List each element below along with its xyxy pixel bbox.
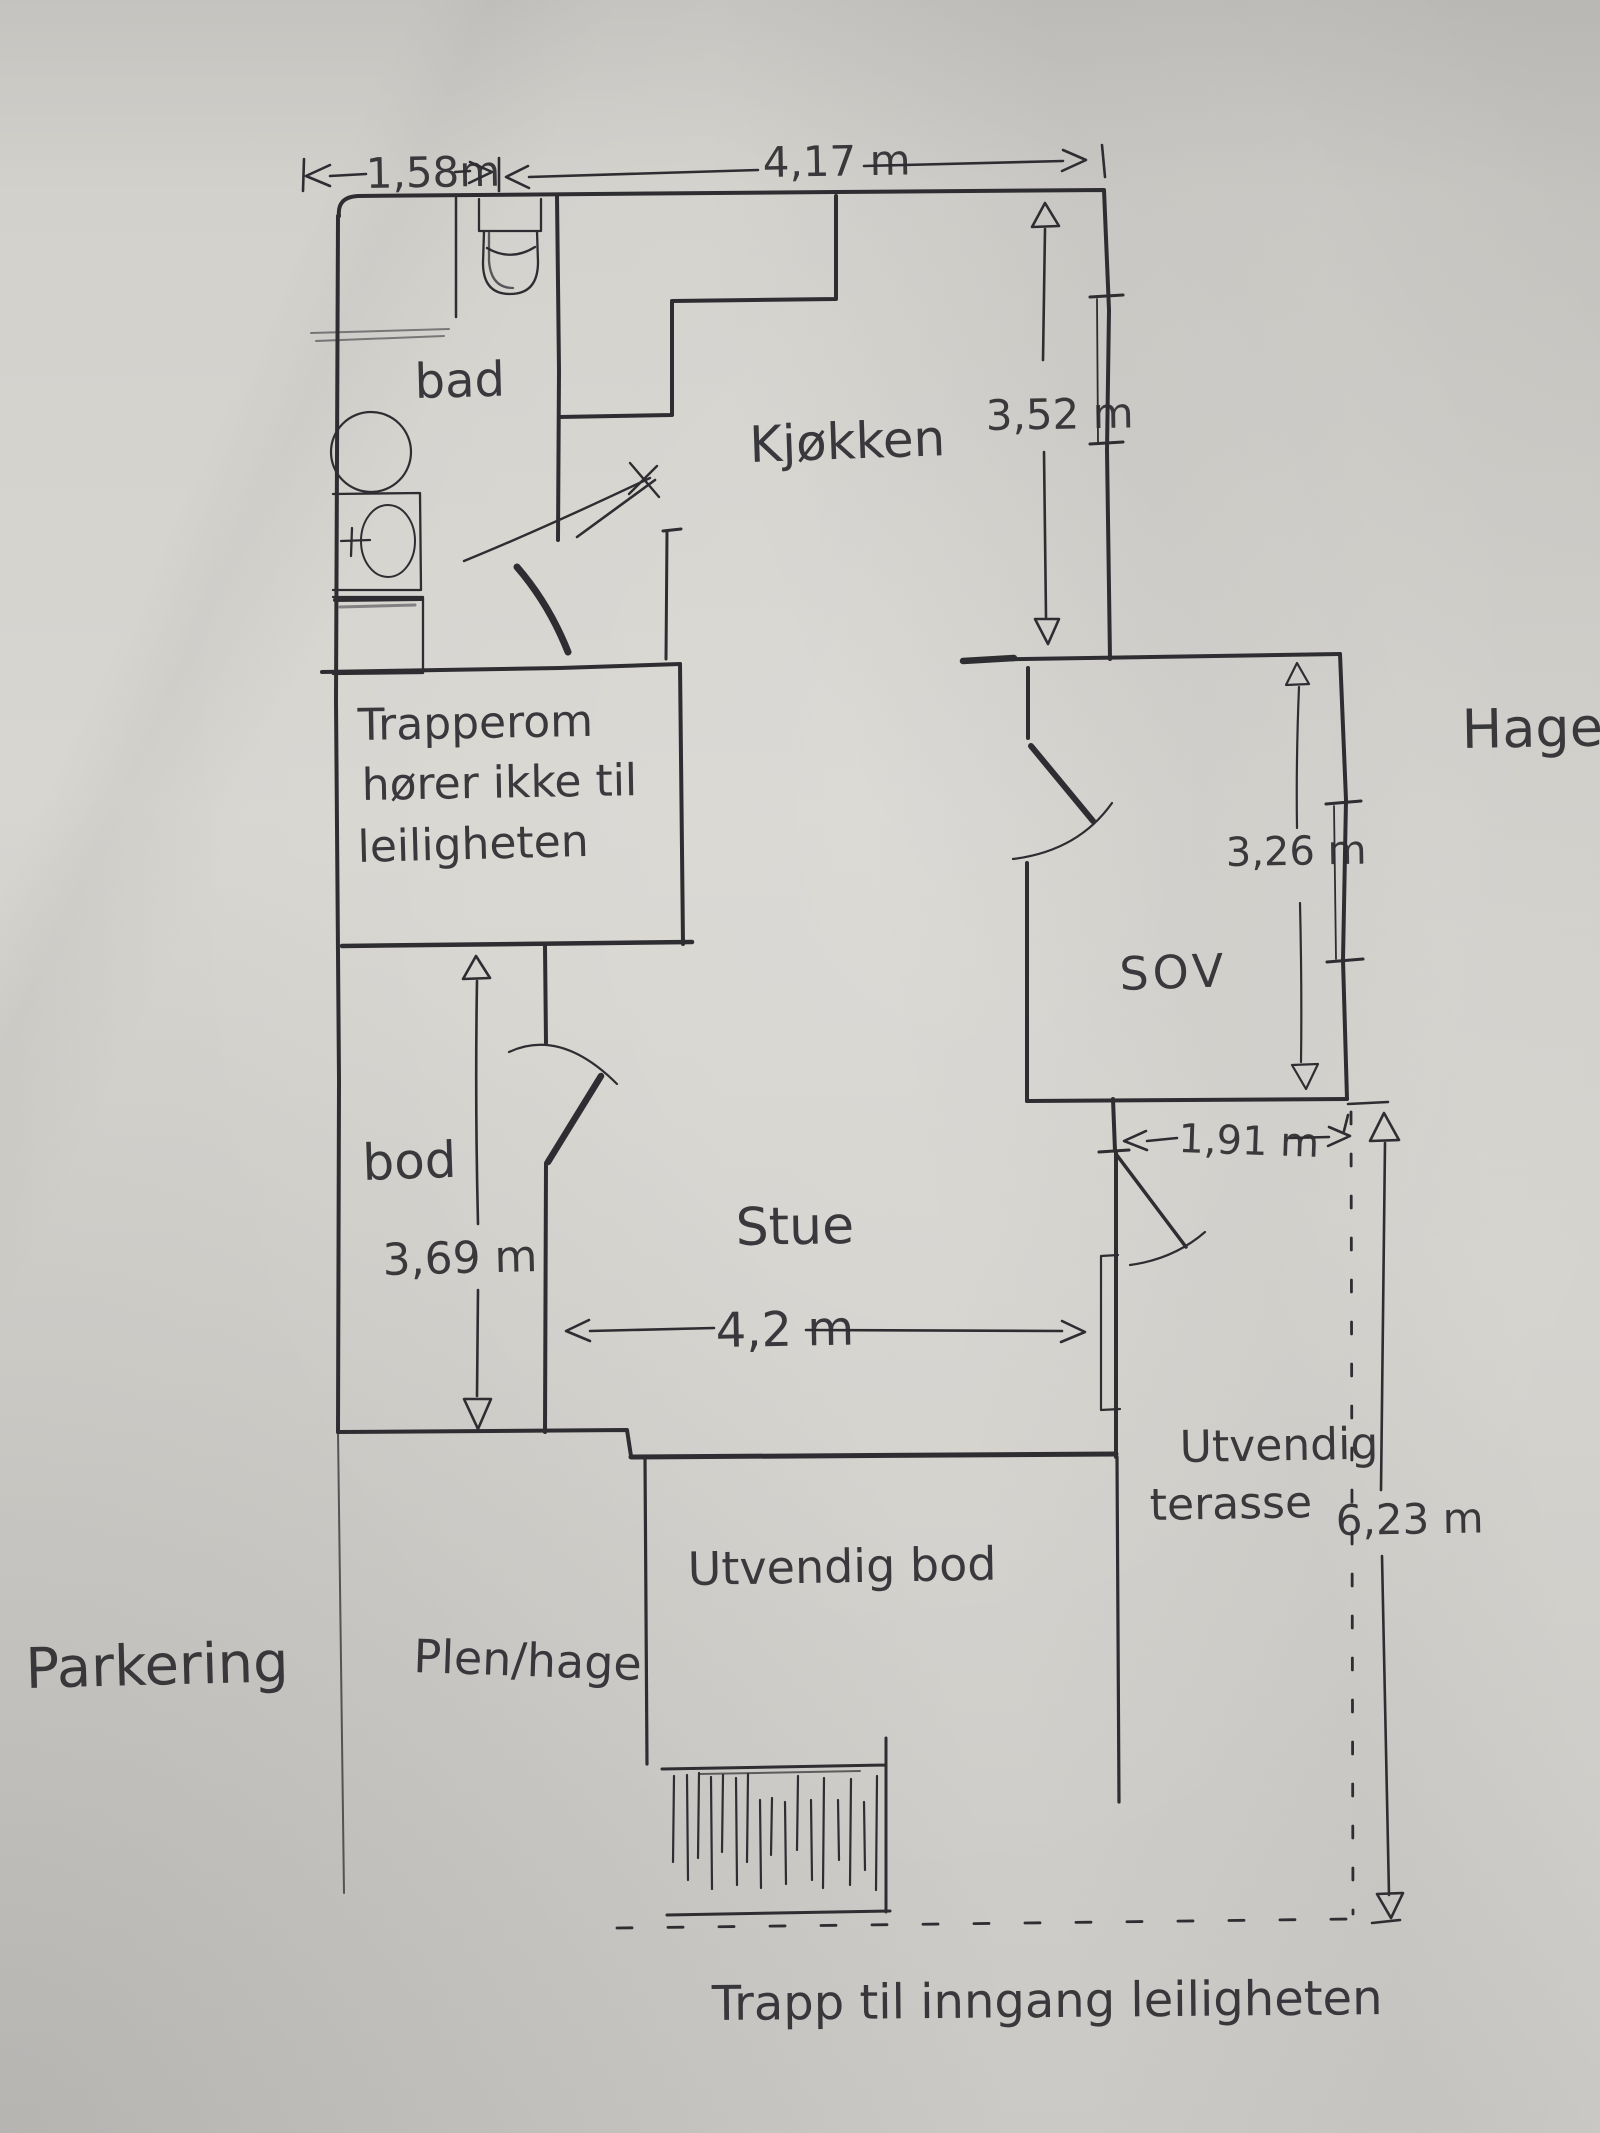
label-sov: SOV: [1118, 943, 1228, 1001]
wall-sov-top: [961, 652, 1342, 662]
kitchen-window-inner: [1096, 298, 1099, 443]
label-kjokken: Kjøkken: [748, 409, 946, 474]
wall-stue-right: [1111, 1097, 1118, 1459]
label-parkering: Parkering: [25, 1630, 290, 1702]
stairs-top-doubled-line: [699, 1770, 861, 1775]
stairs-hatch-strokes: [671, 1771, 879, 1892]
label-bod: bod: [361, 1131, 457, 1192]
wall-sov-top-thick-end: [959, 654, 1018, 665]
label-stue: Stue: [735, 1196, 854, 1258]
terrace-dashed-vertical: [1349, 1110, 1355, 1916]
appliance2-smudge: [338, 603, 417, 609]
bod-door-leaf: [544, 1072, 605, 1166]
wall-bod-stue-divider: [543, 944, 548, 1434]
sov-window: [1324, 799, 1365, 964]
label-plen-hage: Plen/hage: [413, 1629, 643, 1691]
wall-bottom-left: [336, 1428, 633, 1458]
stairs-hatching: [671, 1771, 879, 1892]
room-labels: bad Kjøkken Trapperom hører ikke til lei…: [25, 352, 1600, 2032]
terrace-door-leaf: [1114, 1152, 1188, 1249]
sink-icon: [329, 410, 413, 494]
kitchen-window: [1088, 293, 1125, 446]
terrace-door-hinge: [1097, 1148, 1131, 1154]
bad-door-xmark: [627, 461, 661, 499]
dim-bod-depth: 3,69 m: [382, 1231, 538, 1286]
dimension-lines: [301, 143, 1405, 1930]
label-trapperom-line1: Trapperom: [356, 696, 593, 751]
sov-window-inner: [1333, 805, 1337, 960]
label-trapp-caption: Trapp til inngang leiligheten: [711, 1970, 1383, 2032]
wall-sov-bottom: [1025, 1097, 1349, 1103]
wall-plen-left-faint: [337, 1431, 345, 1894]
dim-kjokken-width: 4,17 m: [762, 135, 911, 187]
dim-bad-width: 1,58m: [365, 147, 500, 198]
label-hage: Hage: [1461, 696, 1600, 761]
wall-left-outer: [334, 214, 341, 1434]
label-trapperom-line2: hører ikke til: [361, 755, 637, 811]
washer-knob-icon: [339, 526, 372, 558]
door-swings: [462, 461, 1207, 1267]
wall-trapperom-right: [678, 662, 685, 946]
dimension-labels: 1,58m 4,17 m 3,52 m 3,26 m 1,91 m 3,69 m…: [365, 135, 1484, 1545]
walls: [320, 188, 1349, 1917]
sov-door-arc: [1011, 801, 1114, 861]
dim-623-marks: [1346, 1100, 1405, 1925]
wall-bottom-right: [628, 1451, 1119, 1460]
dim-terasse-depth: 6,23 m: [1335, 1493, 1484, 1545]
label-utvendig-terasse-line2: terasse: [1149, 1477, 1312, 1531]
bad-door-leaf: [513, 563, 572, 656]
dim-417-marks: [504, 143, 1107, 190]
wall-kitchen-alcove: [557, 194, 838, 419]
bod-door-arc: [507, 1043, 619, 1086]
dim-158-marks: [301, 156, 501, 193]
wall-trapperom-bottom: [339, 939, 695, 949]
dim-sov-depth: 3,26 m: [1225, 828, 1367, 876]
appliance2-icon: [331, 595, 425, 676]
wall-top-and-kitchen-right: [336, 188, 1112, 661]
dim-42-marks: [564, 1318, 1087, 1344]
bad-door-arc: [462, 476, 652, 563]
terrace-door-arc: [1128, 1230, 1207, 1267]
wall-bad-right: [555, 194, 561, 542]
dim-326-marks: [1284, 661, 1320, 1091]
dim-369-marks: [461, 954, 493, 1431]
dim-352-marks: [1030, 201, 1061, 646]
toilet-icon-overdraw: [487, 231, 515, 290]
wall-sov-right: [1338, 652, 1349, 1101]
kitchen-door-line: [575, 478, 657, 539]
washer-icon: [331, 491, 423, 592]
stue-window: [1099, 1253, 1122, 1412]
dim-191-marks: [1122, 1113, 1352, 1152]
dim-stue-width: 4,2 m: [715, 1301, 854, 1359]
appliance2-dark-top: [333, 597, 423, 602]
wall-hall-bottom: [320, 662, 682, 674]
windows: [1088, 293, 1365, 1412]
sov-door-leaf: [1028, 743, 1096, 824]
label-trapperom-line3: leiligheten: [357, 816, 589, 873]
terrace-dashed-horizontal: [615, 1917, 1354, 1930]
label-bad: bad: [414, 352, 506, 410]
label-utvendig-terasse-line1: Utvendig: [1179, 1419, 1378, 1473]
bathroom-fixtures: [310, 197, 543, 676]
wall-utvendigbod-left: [643, 1455, 649, 1766]
dim-sov-width: 1,91 m: [1178, 1116, 1320, 1167]
wall-sov-left: [1025, 666, 1030, 1103]
dim-kjokken-depth: 3,52 m: [985, 388, 1134, 440]
bad-sketch-line: [310, 328, 450, 342]
label-utvendig-bod: Utvendig bod: [687, 1537, 997, 1596]
wall-kitchen-stub: [661, 527, 683, 661]
stairs-outline: [660, 1736, 892, 1917]
wall-utvendigbod-right: [1115, 1455, 1121, 1804]
toilet-icon: [477, 197, 543, 296]
